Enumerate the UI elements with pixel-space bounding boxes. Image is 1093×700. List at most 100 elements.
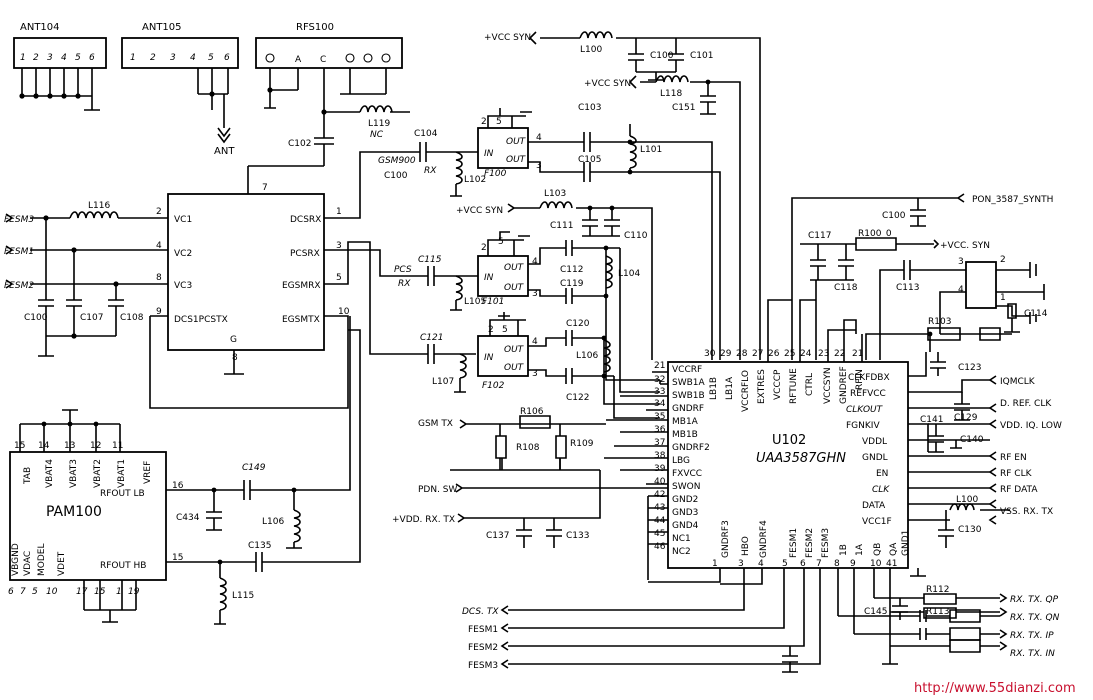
u102-rfin: RFIN — [855, 369, 865, 390]
u102-gnd3: GND3 — [672, 508, 698, 518]
u102-pin32: 32 — [654, 375, 665, 385]
u102-pin9: 9 — [850, 559, 856, 569]
sig-rx-tx-qp: RX. TX. QP — [1010, 595, 1059, 605]
switch-pin2-num: 2 — [156, 207, 162, 217]
f101-out2: OUT — [504, 283, 525, 293]
ant104-pin5: 5 — [75, 53, 81, 63]
pdn-sw-line — [455, 483, 668, 493]
gsm-tx-network — [459, 415, 606, 470]
right-signal-arrows-icon — [988, 375, 997, 525]
c101-label: C101 — [690, 51, 713, 61]
u102-pin6: 6 — [800, 559, 806, 569]
vcc-syn-label-4: +VCC. SYN — [940, 241, 990, 251]
rfs100-body — [255, 37, 403, 69]
pon-line — [791, 193, 965, 360]
f102-ground — [489, 312, 526, 336]
c115-label: C115 — [418, 255, 442, 265]
r112-label: R112 — [926, 585, 949, 595]
c100-c101-caps — [628, 38, 684, 81]
u102-1b: 1B — [839, 544, 849, 556]
xtal-pin2: 2 — [1000, 255, 1006, 265]
rx-path-pcs: PCS RX C115 L105 — [324, 249, 486, 311]
u102-pin23: 23 — [818, 349, 829, 359]
u102-nc2: NC2 — [672, 547, 691, 557]
ant105-body — [121, 37, 239, 69]
u102-pin30: 30 — [704, 349, 716, 359]
u102-ic: U102 UAA3587GHN 21 VCCRF 32 SWB1A 33 SWB… — [450, 299, 1062, 673]
u102-pin40: 40 — [654, 477, 666, 487]
u102-gndrf4: GNDRF4 — [759, 520, 769, 558]
u102-pin42: 42 — [654, 490, 665, 500]
rx-path-gsm900: C104 GSM900 RX C100 L102 — [324, 129, 486, 219]
pcs-rx-wire — [324, 249, 460, 286]
vcc-syn-label-3: +VCC SYN — [456, 206, 503, 216]
xtal-pin3: 3 — [958, 257, 964, 267]
sig-dcs-tx: DCS. TX — [462, 607, 499, 617]
f102-out1: OUT — [504, 345, 525, 355]
ant105-pin4: 4 — [190, 53, 196, 63]
rx-path-egsm: C121 L107 — [324, 241, 476, 393]
f102-p2: 2 — [488, 325, 494, 335]
c120-label: C120 — [566, 319, 590, 329]
u102-top-pins: 30 29 28 27 26 25 24 23 22 21 LB1B LB1A … — [704, 299, 865, 412]
fesm-arrow-icons — [5, 213, 14, 289]
pam-vbat2: VBAT2 — [93, 459, 103, 488]
l101-label: L101 — [640, 145, 662, 155]
xtal-pin1: 1 — [1000, 293, 1006, 303]
fesm2-input: FESM2 — [4, 281, 34, 291]
c135-label: C135 — [248, 541, 271, 551]
c108-label: C108 — [120, 313, 144, 323]
u102-pin21-top: 21 — [852, 349, 863, 359]
sig-vdd-iq-low: VDD. IQ. LOW — [1000, 421, 1062, 431]
l101-inductor — [629, 124, 637, 172]
pam100-module: PAM100 15 14 13 12 11 TAB VBAT4 VBAT3 VB… — [8, 316, 361, 625]
l116-label: L116 — [88, 201, 110, 211]
l119-inductor — [359, 105, 393, 113]
u102-part: UAA3587GHN — [756, 451, 846, 466]
c151-label: C151 — [672, 103, 695, 113]
u102-pin45: 45 — [654, 529, 665, 539]
fesm-inputs: FESM3 FESM1 FESM2 L116 C100 C107 C108 — [4, 201, 144, 357]
switch-g-label: G — [230, 335, 237, 345]
u102-bottom-pins: GNDRF3 HBO GNDRF4 FESM1 FESM2 FESM3 1B 1… — [508, 520, 1060, 673]
gsm900-label: GSM900 — [378, 156, 416, 166]
u102-clkout: CLKOUT — [846, 405, 884, 415]
r103-label: R103 — [928, 317, 951, 327]
l119-label: L119 — [368, 119, 390, 129]
u102-gnd2: GND2 — [672, 495, 698, 505]
u102-pin24: 24 — [800, 349, 812, 359]
sig-fesm3: FESM3 — [468, 661, 498, 671]
u102-vccrf: VCCRF — [672, 365, 702, 375]
switch-ic-body — [167, 193, 325, 351]
pon-synth-label: PON_3587_SYNTH — [972, 195, 1053, 205]
vcc-syn-rail-1 — [528, 31, 761, 360]
pam-bottom-ground — [83, 580, 137, 623]
u102-en: EN — [876, 469, 888, 479]
pam-vbat1: VBAT1 — [117, 459, 127, 488]
u102-1a: 1A — [855, 543, 865, 556]
u102-gndref: GNDREF — [839, 366, 849, 404]
sig-d-ref-clk: D. REF. CLK — [1000, 399, 1052, 409]
u102-ref: U102 — [772, 433, 806, 448]
connector-ant105: ANT105 1 2 3 4 5 6 ANT — [121, 22, 239, 157]
ant105-wiring — [197, 68, 229, 128]
watermark: http://www.55dianzi.com — [914, 681, 1076, 696]
l105-label: L105 — [464, 297, 486, 307]
u102-top-wires — [767, 299, 863, 362]
ant105-pin3: 3 — [170, 53, 176, 63]
u102-fesm1-pin: FESM1 — [789, 528, 799, 558]
u102-lb1b: LB1B — [709, 377, 719, 400]
u102-clk: CLK — [872, 485, 890, 495]
l106b-label: L106 — [262, 517, 284, 527]
pam-bpin-6: 6 — [8, 587, 14, 597]
pam-pin16: 16 — [172, 481, 184, 491]
egsm-rx-wire — [324, 241, 476, 364]
u102-fesm2-pin: FESM2 — [805, 528, 815, 558]
sig-rf-clk: RF CLK — [1000, 469, 1033, 479]
f101-p4: 4 — [532, 257, 538, 267]
c105-label: C105 — [578, 155, 601, 165]
c141-c140-caps — [928, 423, 990, 453]
f101-label: F101 — [482, 297, 504, 307]
vcc-syn-rail-2 — [628, 75, 741, 360]
